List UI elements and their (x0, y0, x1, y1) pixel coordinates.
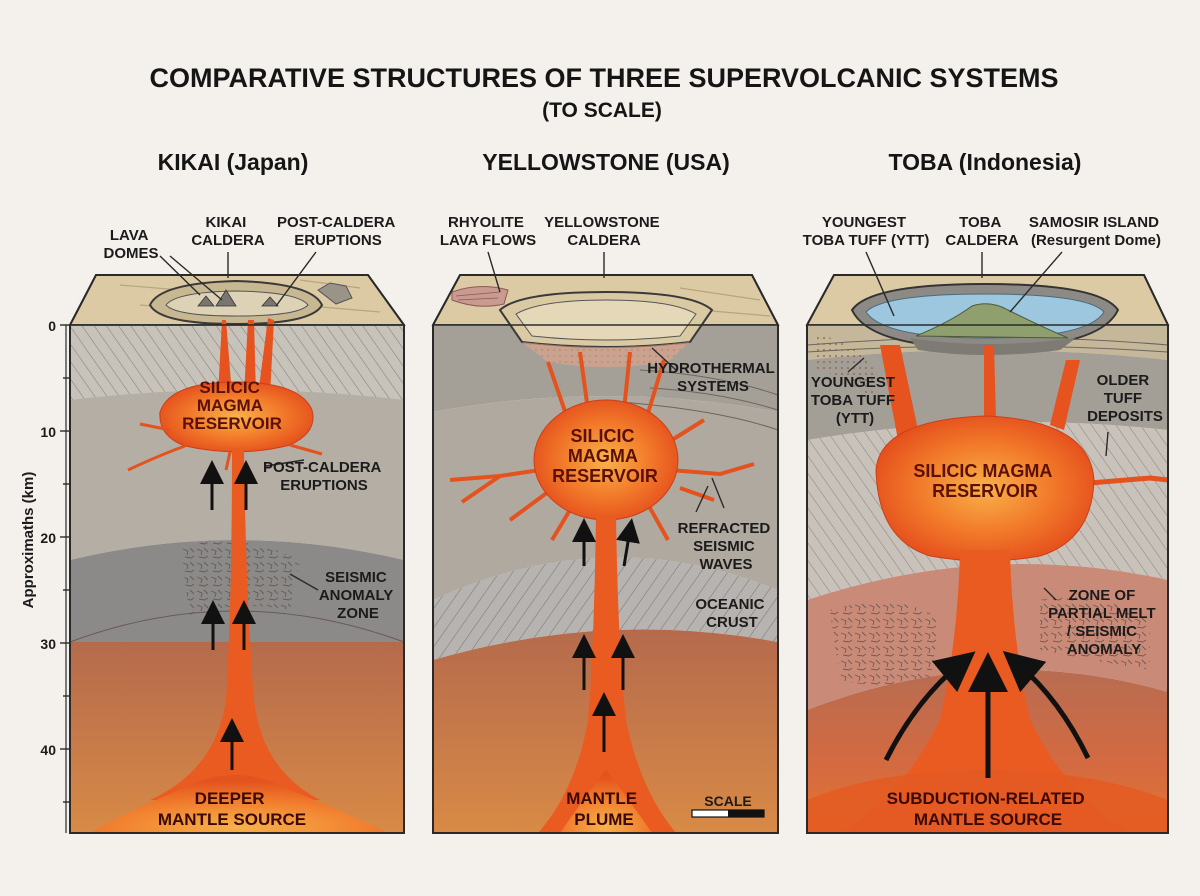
kikai-panel-title: KIKAI (Japan) (158, 149, 309, 175)
tick-30: 30 (40, 636, 56, 652)
kikai-label-post-caldera-top: POST-CALDERA ERUPTIONS (277, 214, 399, 249)
toba-label-samosir: SAMOSIR ISLAND (Resurgent Dome) (1029, 214, 1163, 249)
kikai-label-source: DEEPER MANTLE SOURCE (158, 789, 306, 829)
yellowstone-label-refracted: REFRACTED SEISMIC WAVES (678, 520, 775, 573)
yellowstone-scale-label: SCALE (704, 793, 751, 809)
yellowstone-label-caldera: YELLOWSTONE CALDERA (544, 214, 664, 249)
kikai-panel: LAVA DOMES KIKAI CALDERA POST-CALDERA ER… (68, 214, 406, 834)
yellowstone-label-reservoir: SILICIC MAGMA RESERVOIR (552, 426, 658, 486)
toba-label-older-tuff: OLDER TUFF DEPOSITS (1087, 372, 1163, 425)
yellowstone-label-oceanic: OCEANIC CRUST (695, 596, 768, 631)
yellowstone-label-source: MANTLE PLUME (566, 789, 642, 829)
axis-title: Approximaths (km) (20, 472, 37, 609)
toba-label-reservoir: SILICIC MAGMA RESERVOIR (913, 461, 1056, 501)
kikai-label-lava-domes: LAVA DOMES (103, 227, 158, 262)
tick-40: 40 (40, 742, 56, 758)
yellowstone-label-rhyolite: RHYOLITE LAVA FLOWS (440, 214, 536, 249)
toba-label-ytt-top: YOUNGEST TOBA TUFF (YTT) (803, 214, 930, 249)
kikai-label-seismic: SEISMIC ANOMALY ZONE (319, 569, 397, 622)
kikai-label-post-caldera-mid: POST-CALDERA ERUPTIONS (263, 459, 385, 494)
subtitle: (TO SCALE) (542, 99, 662, 122)
toba-label-source: SUBDUCTION-RELATED MANTLE SOURCE (887, 789, 1090, 829)
kikai-label-caldera: KIKAI CALDERA (191, 214, 264, 249)
tick-20: 20 (40, 530, 56, 546)
depth-axis: Approximaths (km) 0 10 20 30 40 (20, 318, 72, 833)
kikai-label-reservoir: SILICIC MAGMA RESERVOIR (182, 378, 282, 433)
yellowstone-label-hydrothermal: HYDROTHERMAL SYSTEMS (647, 360, 778, 395)
tick-10: 10 (40, 424, 56, 440)
toba-panel: YOUNGEST TOBA TUFF (YTT) TOBA CALDERA SA… (803, 214, 1170, 834)
main-title: COMPARATIVE STRUCTURES OF THREE SUPERVOL… (149, 63, 1058, 93)
toba-panel-title: TOBA (Indonesia) (889, 149, 1082, 175)
toba-label-ytt-side: YOUNGEST TOBA TUFF (YTT) (811, 374, 899, 427)
yellowstone-panel-title: YELLOWSTONE (USA) (482, 149, 729, 175)
toba-label-partial-melt: ZONE OF PARTIAL MELT / SEISMIC ANOMALY (1048, 587, 1160, 658)
yellowstone-panel: SCALE RHYOLITE LAVA FLOWS YELLOWSTONE CA… (431, 214, 780, 834)
toba-label-caldera: TOBA CALDERA (945, 214, 1018, 249)
tick-0: 0 (48, 318, 56, 334)
